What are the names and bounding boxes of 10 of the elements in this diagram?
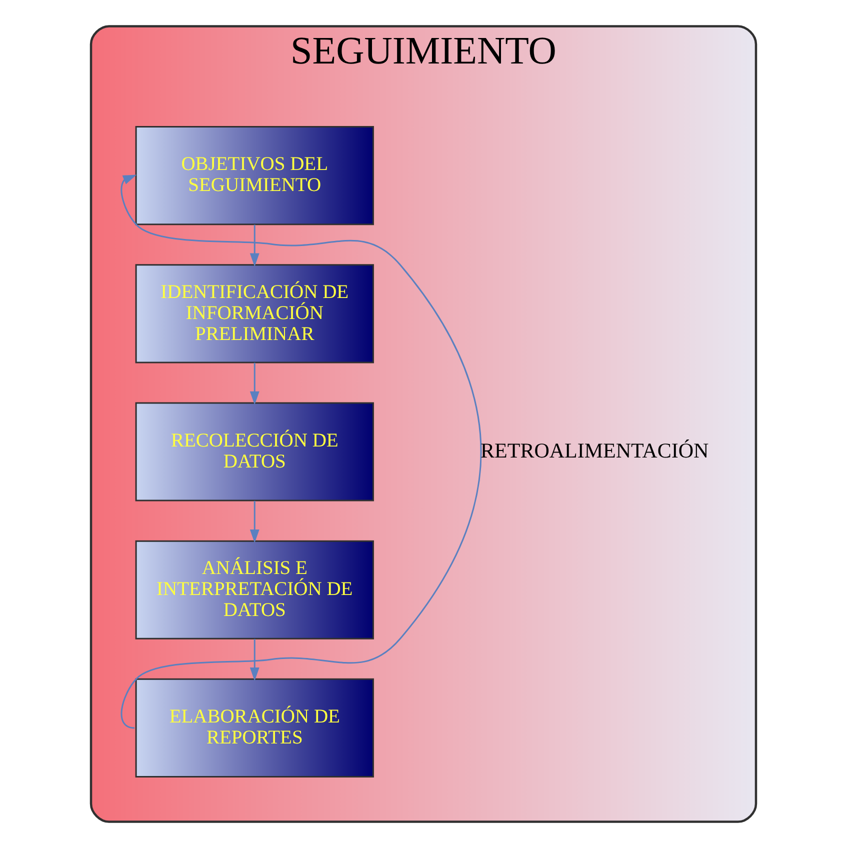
arrow	[250, 362, 260, 405]
arrow	[250, 500, 260, 543]
node-box: OBJETIVOS DEL SEGUIMIENTO	[135, 126, 374, 226]
node-box: RECOLECCIÓN DE DATOS	[135, 402, 374, 502]
node-box: IDENTIFICACIÓN DE INFORMACIÓN PRELIMINAR	[135, 264, 374, 364]
arrow	[120, 174, 482, 729]
arrow	[250, 639, 260, 682]
arrow	[250, 224, 260, 267]
node-box: ANÁLISIS E INTERPRETACIÓN DE DATOS	[135, 540, 374, 640]
node-box: ELABORACIÓN DE REPORTES	[135, 678, 374, 778]
